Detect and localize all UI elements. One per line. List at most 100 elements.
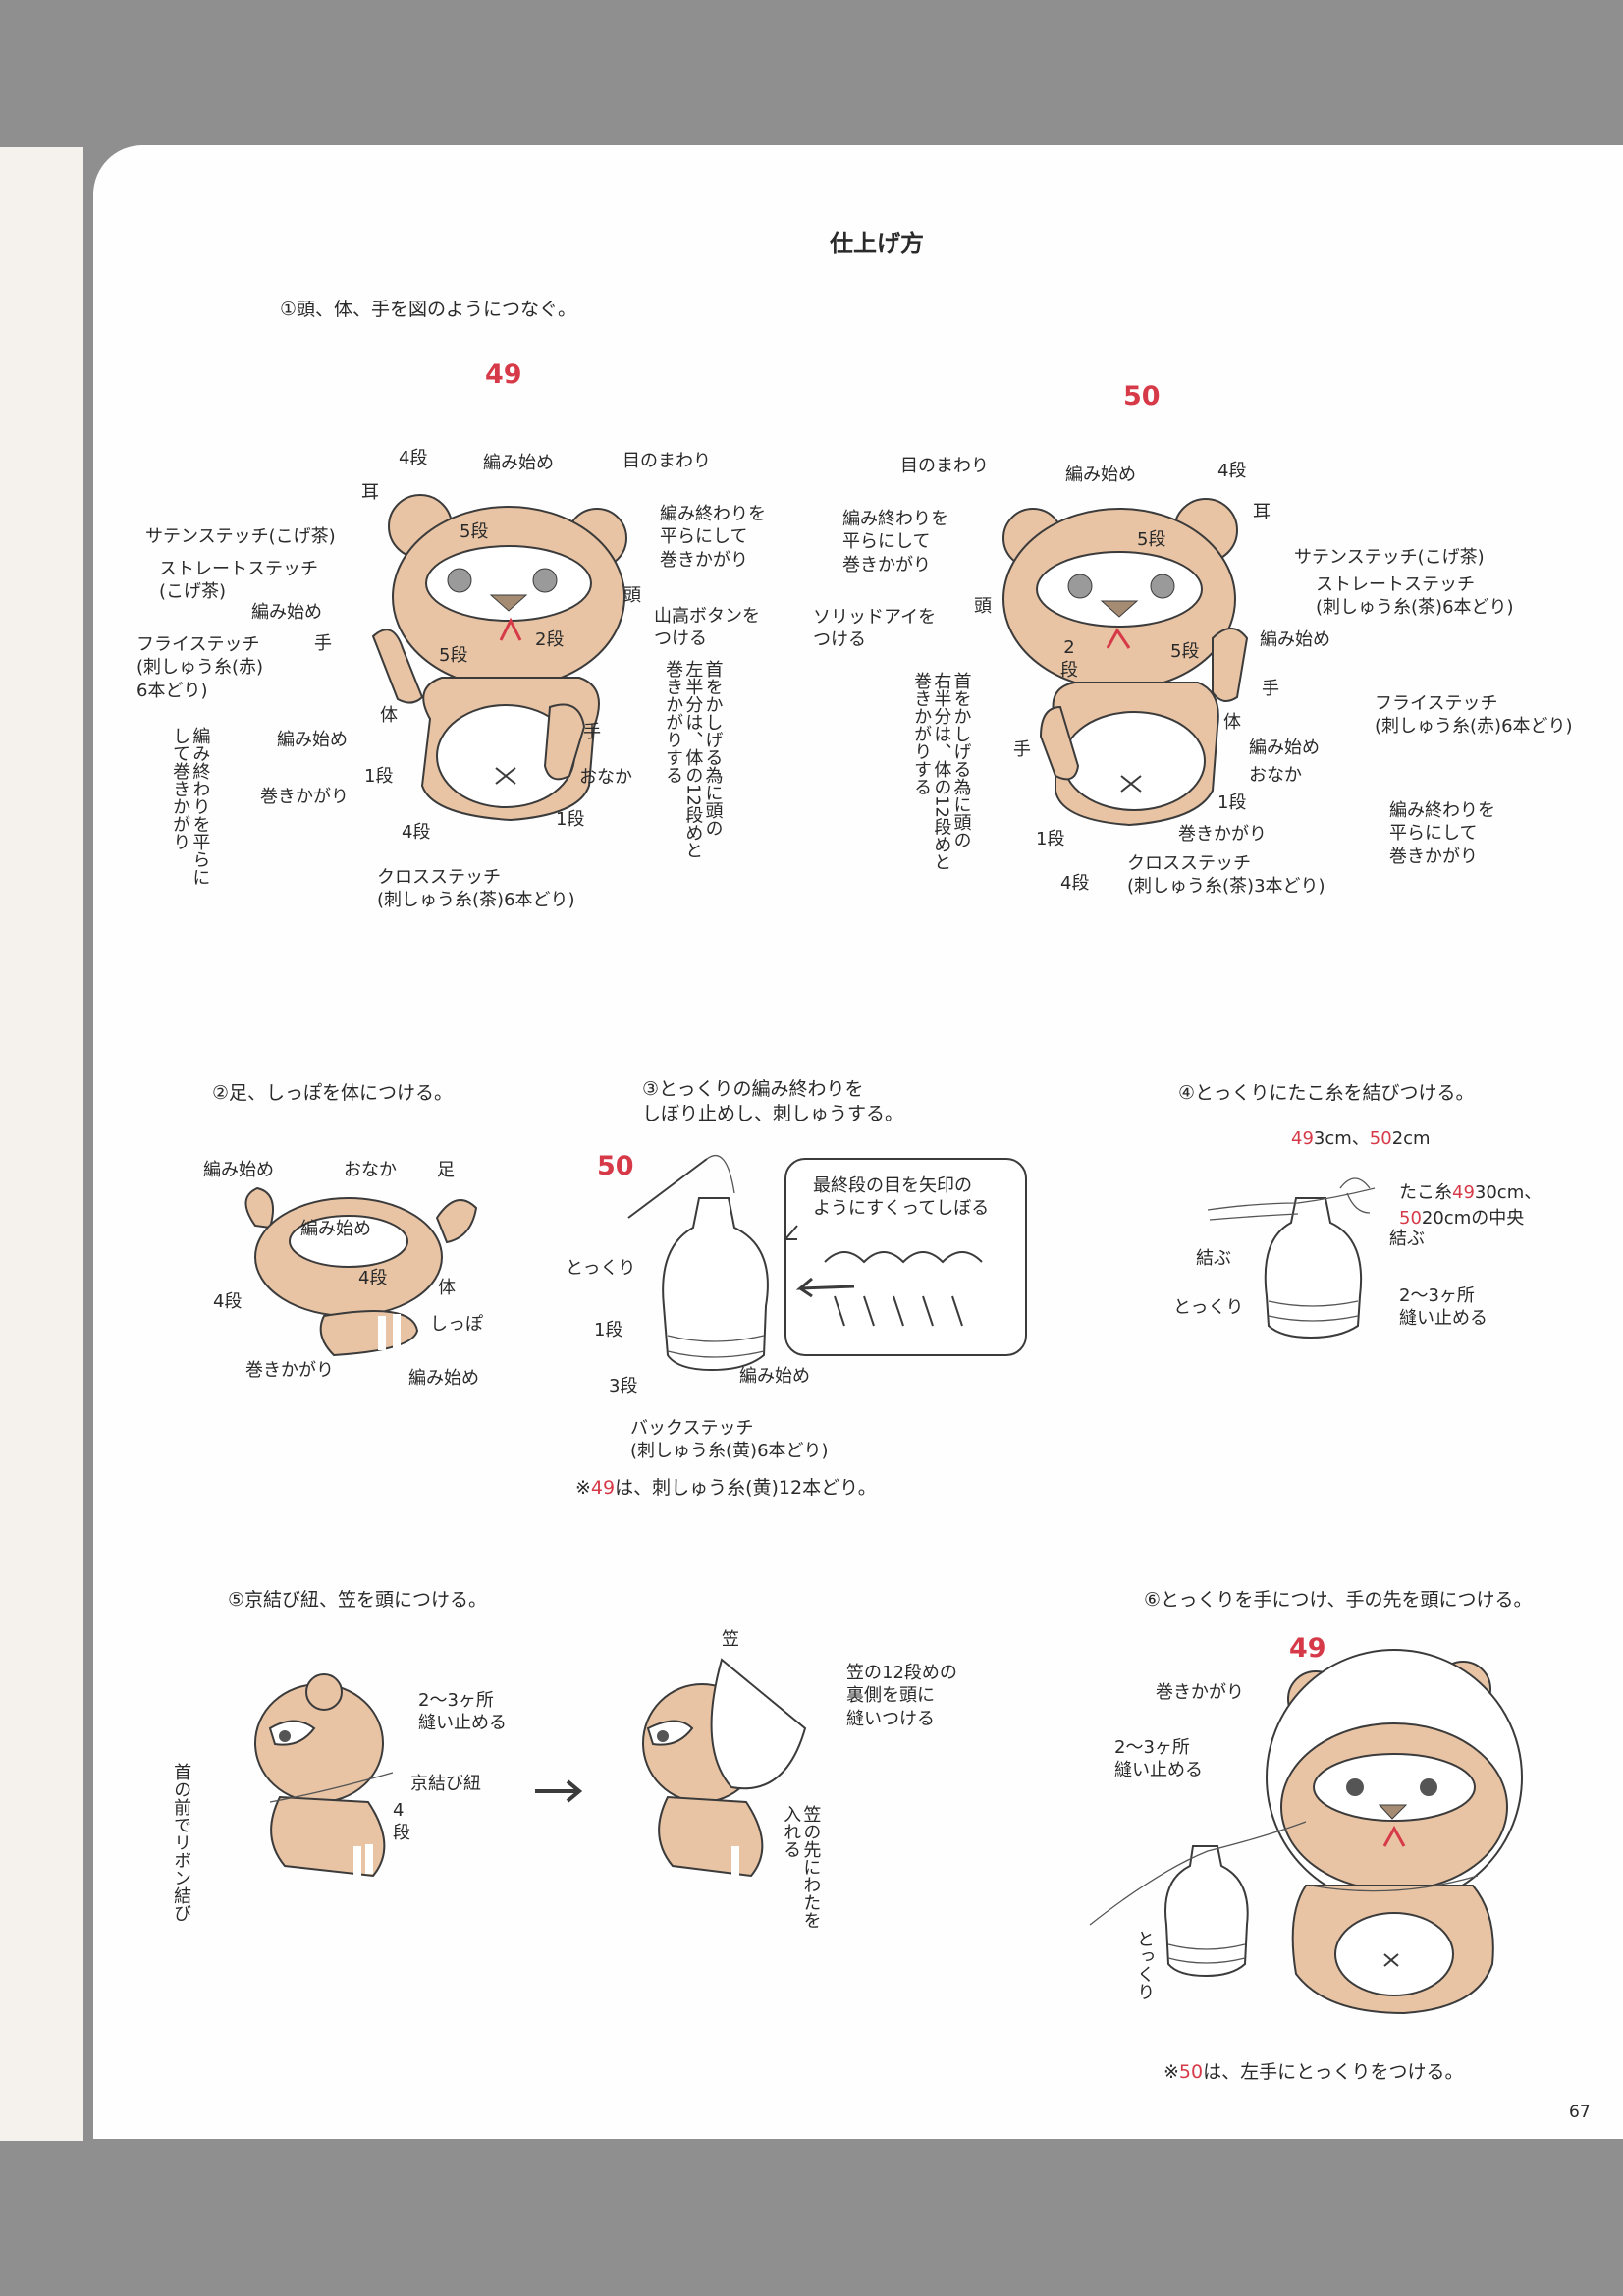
step1-caption: ①頭、体、手を図のようにつなぐ。: [280, 299, 577, 320]
fig49-label: 耳: [361, 482, 379, 503]
bear-50-illustration: [1002, 498, 1249, 827]
bear-49-illustration: [371, 494, 627, 822]
step3-label: バックステッチ (刺しゅう糸(黄)6本どり): [630, 1418, 829, 1462]
step2-label: 4段: [213, 1291, 243, 1312]
fig50-label: クロスステッチ (刺しゅう糸(茶)3本どり): [1127, 853, 1325, 898]
fig50-label: ソリッドアイを つける: [813, 607, 937, 651]
fig50-label: 体: [1223, 712, 1241, 733]
fig49-label: 頭: [623, 585, 641, 606]
step4-tako: たこ糸4930cm、5020cmの中央: [1399, 1182, 1542, 1230]
step5-vertical-note: 笠の先にわたを 入れる: [781, 1805, 822, 1929]
step2-label: おなか: [344, 1160, 397, 1180]
step4-length: 493cm、502cm: [1291, 1128, 1431, 1149]
step2-caption: ②足、しっぽを体につける。: [212, 1082, 454, 1104]
fig50-label: 5段: [1137, 529, 1166, 550]
fig49-vertical-note: 編み終わりを平らに して巻きかがり: [170, 727, 211, 886]
step3-note: ※49は、刺しゅう糸(黄)12本どり。: [575, 1477, 877, 1499]
step2-label: 足: [437, 1160, 455, 1180]
fig49-vertical-note: 首をかしげる為に頭の 左半分は、体の12段めと 巻きかがりする: [663, 660, 724, 859]
fig50-label: 編み始め: [1260, 629, 1330, 650]
step6-vertical-label: とっくり: [1134, 1930, 1156, 2000]
fig49-label: 編み終わりを 平らにして 巻きかがり: [660, 504, 766, 571]
step6-number: 49: [1289, 1633, 1326, 1664]
fig49-label: サテンステッチ(こげ茶): [145, 526, 336, 547]
fig50-label: 耳: [1253, 502, 1271, 522]
body-parts-illustration: [244, 1186, 478, 1357]
step2-label: 巻きかがり: [245, 1360, 334, 1381]
step3-label: 3段: [609, 1376, 638, 1396]
fig49-label: おなか: [579, 767, 632, 788]
step5-label: 笠の12段めの 裏側を頭に 縫いつける: [846, 1663, 957, 1729]
step4-label: 結ぶ: [1389, 1229, 1425, 1249]
step6-note: ※50は、左手にとっくりをつける。: [1163, 2061, 1464, 2083]
step6-caption: ⑥とっくりを手につけ、手の先を頭につける。: [1144, 1589, 1533, 1611]
fig50-label: 2 段: [1060, 637, 1078, 682]
fig49-label: フライステッチ (刺しゅう糸(赤) 6本どり): [136, 634, 264, 701]
step3-bubble-text: 最終段の目を矢印の ようにすくってしぼる: [813, 1175, 990, 1220]
step5-label: 笠: [722, 1629, 739, 1650]
fig50-label: 1段: [1217, 793, 1247, 813]
step2-label: 4段: [358, 1268, 388, 1288]
fig49-label: 編み始め: [251, 602, 322, 623]
fig50-label: 頭: [974, 596, 992, 617]
page-number: 67: [1569, 2103, 1591, 2122]
fig49-label: 4段: [402, 822, 431, 843]
step4-label: 結ぶ: [1196, 1248, 1231, 1269]
step2-label: 編み始め: [300, 1219, 371, 1239]
fig50-number: 50: [1123, 381, 1161, 411]
fig49-label: 手: [583, 722, 601, 742]
step3-number: 50: [597, 1151, 634, 1181]
fig50-label: 編み終わりを 平らにして 巻きかがり: [1389, 800, 1495, 867]
step5-label: 京結び紐: [410, 1774, 481, 1794]
step4-caption: ④とっくりにたこ糸を結びつける。: [1178, 1082, 1475, 1104]
fig50-label: 巻きかがり: [1178, 824, 1267, 845]
fig50-label: 手: [1262, 679, 1279, 699]
step5-vertical-note: 首の前でリボン結び: [171, 1763, 192, 1922]
step5-label: 4 段: [393, 1800, 410, 1844]
fig50-vertical-note: 首をかしげる為に頭の 右半分は、体の12段めと 巻きかがりする: [911, 672, 972, 871]
fig50-label: おなか: [1249, 765, 1302, 786]
step2-label: しっぽ: [430, 1314, 483, 1335]
fig49-label: 5段: [439, 645, 468, 666]
fig50-label: 手: [1013, 739, 1031, 760]
fig50-label: 編み終わりを 平らにして 巻きかがり: [842, 509, 948, 575]
tokkuri-tied-illustration: [1207, 1177, 1376, 1339]
step2-label: 編み始め: [203, 1160, 274, 1180]
fig50-label: 1段: [1036, 829, 1065, 849]
fig49-label: ストレートステッチ (こげ茶): [159, 559, 318, 603]
step2-label: 体: [438, 1278, 456, 1298]
previous-page-edge: [0, 147, 83, 2141]
arrow-icon: [535, 1779, 583, 1803]
fig49-label: 巻きかがり: [260, 787, 349, 807]
fig49-label: 編み始め: [483, 453, 554, 473]
step2-label: 編み始め: [408, 1368, 479, 1389]
page-title: 仕上げ方: [830, 230, 924, 257]
fig49-label: 5段: [460, 521, 489, 542]
fig50-label: 編み始め: [1249, 738, 1320, 758]
fig49-label: 4段: [399, 448, 428, 468]
step6-label: 巻きかがり: [1156, 1682, 1244, 1703]
fig49-label: 手: [314, 633, 332, 654]
fig50-label: 編み始め: [1065, 465, 1136, 485]
bear-side-illustration-1: [254, 1673, 394, 1878]
step3-label: とっくり: [566, 1258, 636, 1279]
step3-label: 編み始め: [739, 1366, 810, 1387]
bear-with-tokkuri-illustration: [1089, 1649, 1523, 2015]
fig50-label: 5段: [1170, 641, 1200, 662]
step4-label: とっくり: [1173, 1297, 1244, 1318]
fig50-label: フライステッチ (刺しゅう糸(赤)6本どり): [1375, 693, 1573, 738]
fig50-label: 目のまわり: [900, 456, 989, 476]
fig49-number: 49: [485, 359, 522, 390]
fig49-label: 1段: [364, 766, 394, 787]
fig49-label: 1段: [556, 809, 585, 830]
fig50-label: ストレートステッチ (刺しゅう糸(茶)6本どり): [1316, 574, 1514, 619]
fig49-label: 山高ボタンを つける: [654, 606, 760, 650]
tokkuri-illustration: [627, 1154, 1027, 1372]
fig49-label: 目のまわり: [622, 451, 711, 471]
step3-caption: ③とっくりの編み終わりを しぼり止めし、刺しゅうする。: [642, 1078, 904, 1124]
fig50-label: 4段: [1060, 873, 1090, 894]
fig49-label: クロスステッチ (刺しゅう糸(茶)6本どり): [377, 867, 575, 911]
step5-caption: ⑤京結び紐、笠を頭につける。: [228, 1589, 488, 1611]
